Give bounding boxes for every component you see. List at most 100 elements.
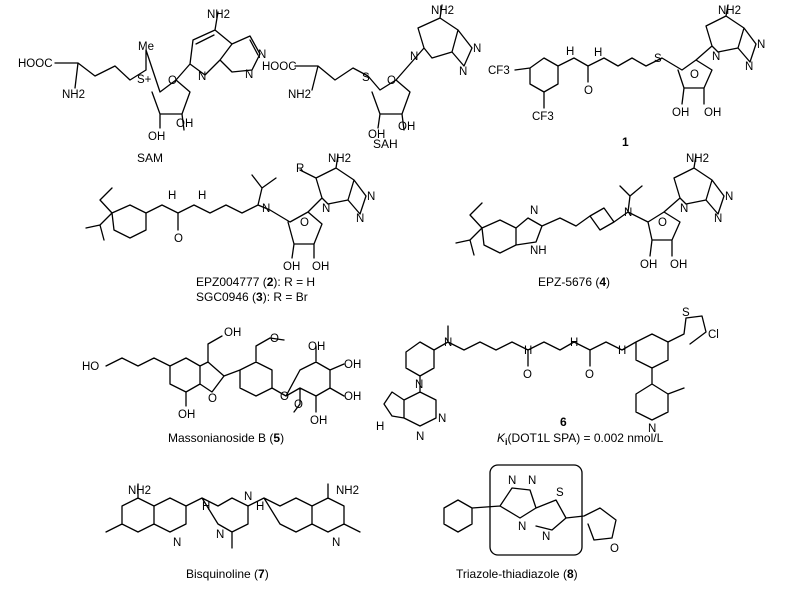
c1-oh-2: OH <box>704 107 721 119</box>
caption-bisquinoline: Bisquinoline (7) <box>186 567 269 581</box>
caption-sam: SAM <box>137 151 163 165</box>
tri-n-4: N <box>542 531 550 543</box>
sam-oh-2: OH <box>176 118 193 130</box>
c6-nh-pyrrole: H <box>376 421 384 433</box>
sah-n1: N <box>473 43 481 55</box>
c1-o-ring: O <box>690 69 699 81</box>
sah-s: S <box>362 72 370 84</box>
epz4-oh-2: OH <box>670 259 687 271</box>
sam-n1: N <box>258 49 266 61</box>
bis-nh2-2: NH2 <box>336 485 359 497</box>
caption-massonianoside: Massonianoside B (5) <box>168 431 284 445</box>
epz4-n2: N <box>714 213 722 225</box>
c1-oh-1: OH <box>672 107 689 119</box>
tri-n-3: N <box>518 521 526 533</box>
sah-oh-2: OH <box>398 121 415 133</box>
sam-oh-1: OH <box>148 131 165 143</box>
caption-epz5676: EPZ-5676 (4) <box>538 275 610 289</box>
caption-compound-1: 1 <box>622 135 629 149</box>
sah-hooc: HOOC <box>262 61 297 73</box>
bis-nh-1: H <box>202 501 210 513</box>
structure-sah: HOOC NH2 S OH OH NH2 N N N O SAH <box>262 4 481 151</box>
c6-s: S <box>682 307 690 319</box>
sah-h2n: NH2 <box>288 89 311 101</box>
c1-cf3-1: CF3 <box>488 65 510 77</box>
epz2-r: R <box>296 163 304 175</box>
mass-ho-chain: HO <box>82 361 99 373</box>
c1-nh2: NH2 <box>718 5 741 17</box>
epz2-oh-1: OH <box>283 261 300 273</box>
c6-n-pyrimidine-2: N <box>416 431 424 443</box>
caption-epz004777: EPZ004777 (2): R = H <box>196 275 315 289</box>
mass-o-furan: O <box>208 393 217 405</box>
caption-sah: SAH <box>373 137 398 151</box>
sah-oh-1: OH <box>368 129 385 141</box>
epz2-n2: N <box>356 213 364 225</box>
caption-sgc0946: SGC0946 (3): R = Br <box>196 290 308 304</box>
sah-nh2-top: NH2 <box>431 5 454 17</box>
c6-ki-value: Ki(DOT1L SPA) = 0.002 nmol/L <box>497 431 664 447</box>
bis-nh-2: H <box>256 501 264 513</box>
sam-o: O <box>168 75 177 87</box>
mass-oh-sugar-2: OH <box>344 359 361 371</box>
mass-o-sugar-ring: O <box>294 399 303 411</box>
epz4-n3: N <box>680 203 688 215</box>
structure-compound-1: CF3 CF3 H H O S OH OH NH2 N N N O 1 <box>488 4 765 149</box>
epz4-n-amine: N <box>624 207 632 219</box>
c6-nh-3: H <box>618 345 626 357</box>
c1-n2: N <box>745 61 753 73</box>
epz2-o: O <box>174 233 183 245</box>
structure-triazole-thiadiazole: N N S N N O Triazole-thiadiazole (8) <box>443 464 619 581</box>
c1-nh-1: H <box>566 46 574 58</box>
sah-n3: N <box>410 51 418 63</box>
structure-massonianoside-b: HO OH OH O O O OH OH OH OH O Massonianos… <box>82 327 361 445</box>
epz2-n: N <box>262 203 270 215</box>
scaffold-highlight-box <box>489 464 583 556</box>
sam-n2: N <box>245 69 253 81</box>
c6-n-pyridine: N <box>648 423 656 435</box>
bis-n-pyr-1: N <box>216 529 224 541</box>
sam-hooc: HOOC <box>18 58 53 70</box>
c6-nh-2: H <box>570 337 578 349</box>
structure-sam: HOOC NH2 S+ Me OH OH NH2 N N N O SAM <box>18 9 266 165</box>
caption-compound-6: 6 <box>560 415 567 429</box>
epz2-nh2: NH2 <box>328 153 351 165</box>
structure-bisquinoline: NH2 N H N N H NH2 N Bisquinoline (7) <box>105 483 361 581</box>
sah-o: O <box>387 75 396 87</box>
c1-s: S <box>654 53 662 65</box>
c1-n3: N <box>712 51 720 63</box>
epz4-nh2: NH2 <box>686 153 709 165</box>
structure-compound-6: N N H O H O H S Cl N N N H 6 Ki(DOT1L SP… <box>376 307 719 447</box>
mass-oh-sugar-1: OH <box>308 341 325 353</box>
mass-oh-sugar-4: OH <box>310 415 327 427</box>
sam-nh2: NH2 <box>62 89 85 101</box>
bis-n-pyr-2: N <box>244 491 252 503</box>
epz2-nh-1: H <box>168 190 176 202</box>
epz4-o-ring: O <box>658 217 667 229</box>
mass-oh-top: OH <box>224 327 241 339</box>
c1-n1: N <box>757 39 765 51</box>
structure-epz5676: N NH N O OH OH NH2 N N N EPZ-5676 (4) <box>455 153 733 289</box>
c6-o-1: O <box>523 369 532 381</box>
tri-n-2: N <box>528 475 536 487</box>
c1-nh-2: H <box>594 47 602 59</box>
mass-o-methoxy: O <box>270 333 279 345</box>
epz4-n: N <box>530 205 538 217</box>
mass-oh-sugar-3: OH <box>344 391 361 403</box>
bis-n-quin-1: N <box>173 537 181 549</box>
epz4-n1: N <box>725 191 733 203</box>
caption-triazole-thiadiazole: Triazole-thiadiazole (8) <box>456 567 578 581</box>
epz2-o-ring: O <box>300 217 309 229</box>
sam-s-plus: S+ <box>137 74 152 86</box>
mass-oh-phenol: OH <box>178 409 195 421</box>
c1-o: O <box>584 85 593 97</box>
epz4-oh-1: OH <box>640 259 657 271</box>
tri-n-1: N <box>508 475 516 487</box>
c6-nh-1: H <box>524 345 532 357</box>
bis-n-quin-2: N <box>332 537 340 549</box>
c6-o-2: O <box>585 369 594 381</box>
sam-n3: N <box>198 71 206 83</box>
mass-o-glyco: O <box>280 391 289 403</box>
tri-o-furan: O <box>610 543 619 555</box>
